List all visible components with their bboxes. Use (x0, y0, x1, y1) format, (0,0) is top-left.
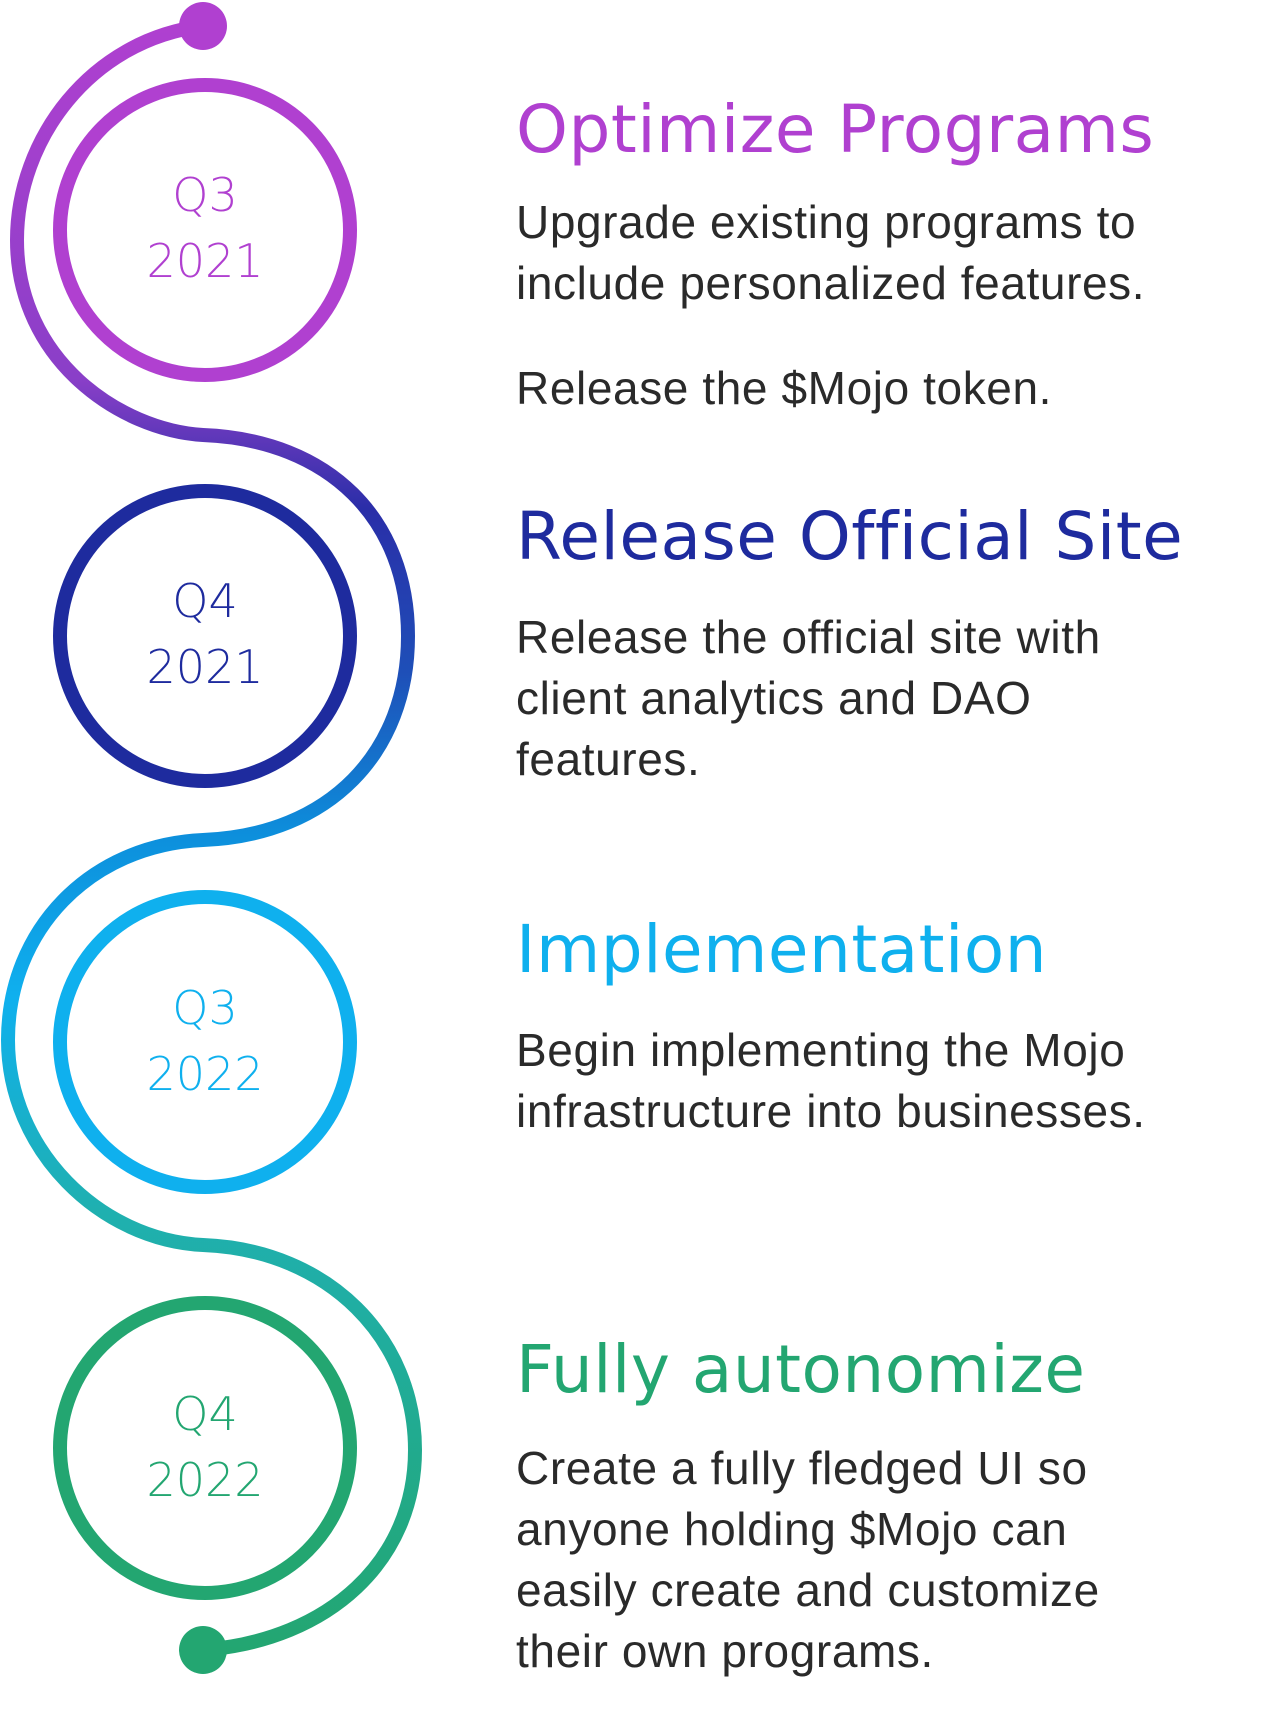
year: 2022 (146, 1453, 264, 1507)
timeline-start-dot (179, 2, 227, 50)
milestone-ring (53, 890, 357, 1194)
milestone-title: Release Official Site (516, 498, 1184, 575)
milestone-description: Release the $Mojo token. (516, 362, 1053, 414)
year: 2021 (146, 234, 264, 288)
milestone-description: Create a fully fledged UI so anyone hold… (516, 1442, 1100, 1677)
quarter-label: Q3 2021 (80, 162, 330, 294)
milestone-description: Release the official site with client an… (516, 611, 1101, 785)
milestone-details: Fully autonomize Create a fully fledged … (516, 1330, 1236, 1682)
milestone-details: Optimize Programs Upgrade existing progr… (516, 90, 1236, 419)
quarter: Q4 (172, 1387, 238, 1441)
quarter-label: Q4 2021 (80, 568, 330, 700)
year: 2021 (146, 640, 264, 694)
milestone-ring (53, 1296, 357, 1600)
milestone-title: Implementation (516, 911, 1048, 988)
milestone-title: Fully autonomize (516, 1331, 1086, 1408)
year: 2022 (146, 1047, 264, 1101)
milestone-ring (53, 484, 357, 788)
milestone-details: Implementation Begin implementing the Mo… (516, 910, 1236, 1142)
quarter-label: Q4 2022 (80, 1381, 330, 1513)
quarter: Q3 (172, 981, 238, 1035)
milestone-details: Release Official Site Release the offici… (516, 497, 1236, 790)
milestone-title: Optimize Programs (516, 91, 1155, 168)
quarter: Q4 (172, 574, 238, 628)
quarter: Q3 (172, 168, 238, 222)
timeline-path (0, 19, 423, 1657)
milestone-description: Begin implementing the Mojo infrastructu… (516, 1024, 1146, 1137)
quarter-label: Q3 2022 (80, 975, 330, 1107)
milestone-ring (53, 78, 357, 382)
milestone-description: Upgrade existing programs to include per… (516, 196, 1146, 309)
timeline-end-dot (179, 1626, 227, 1674)
